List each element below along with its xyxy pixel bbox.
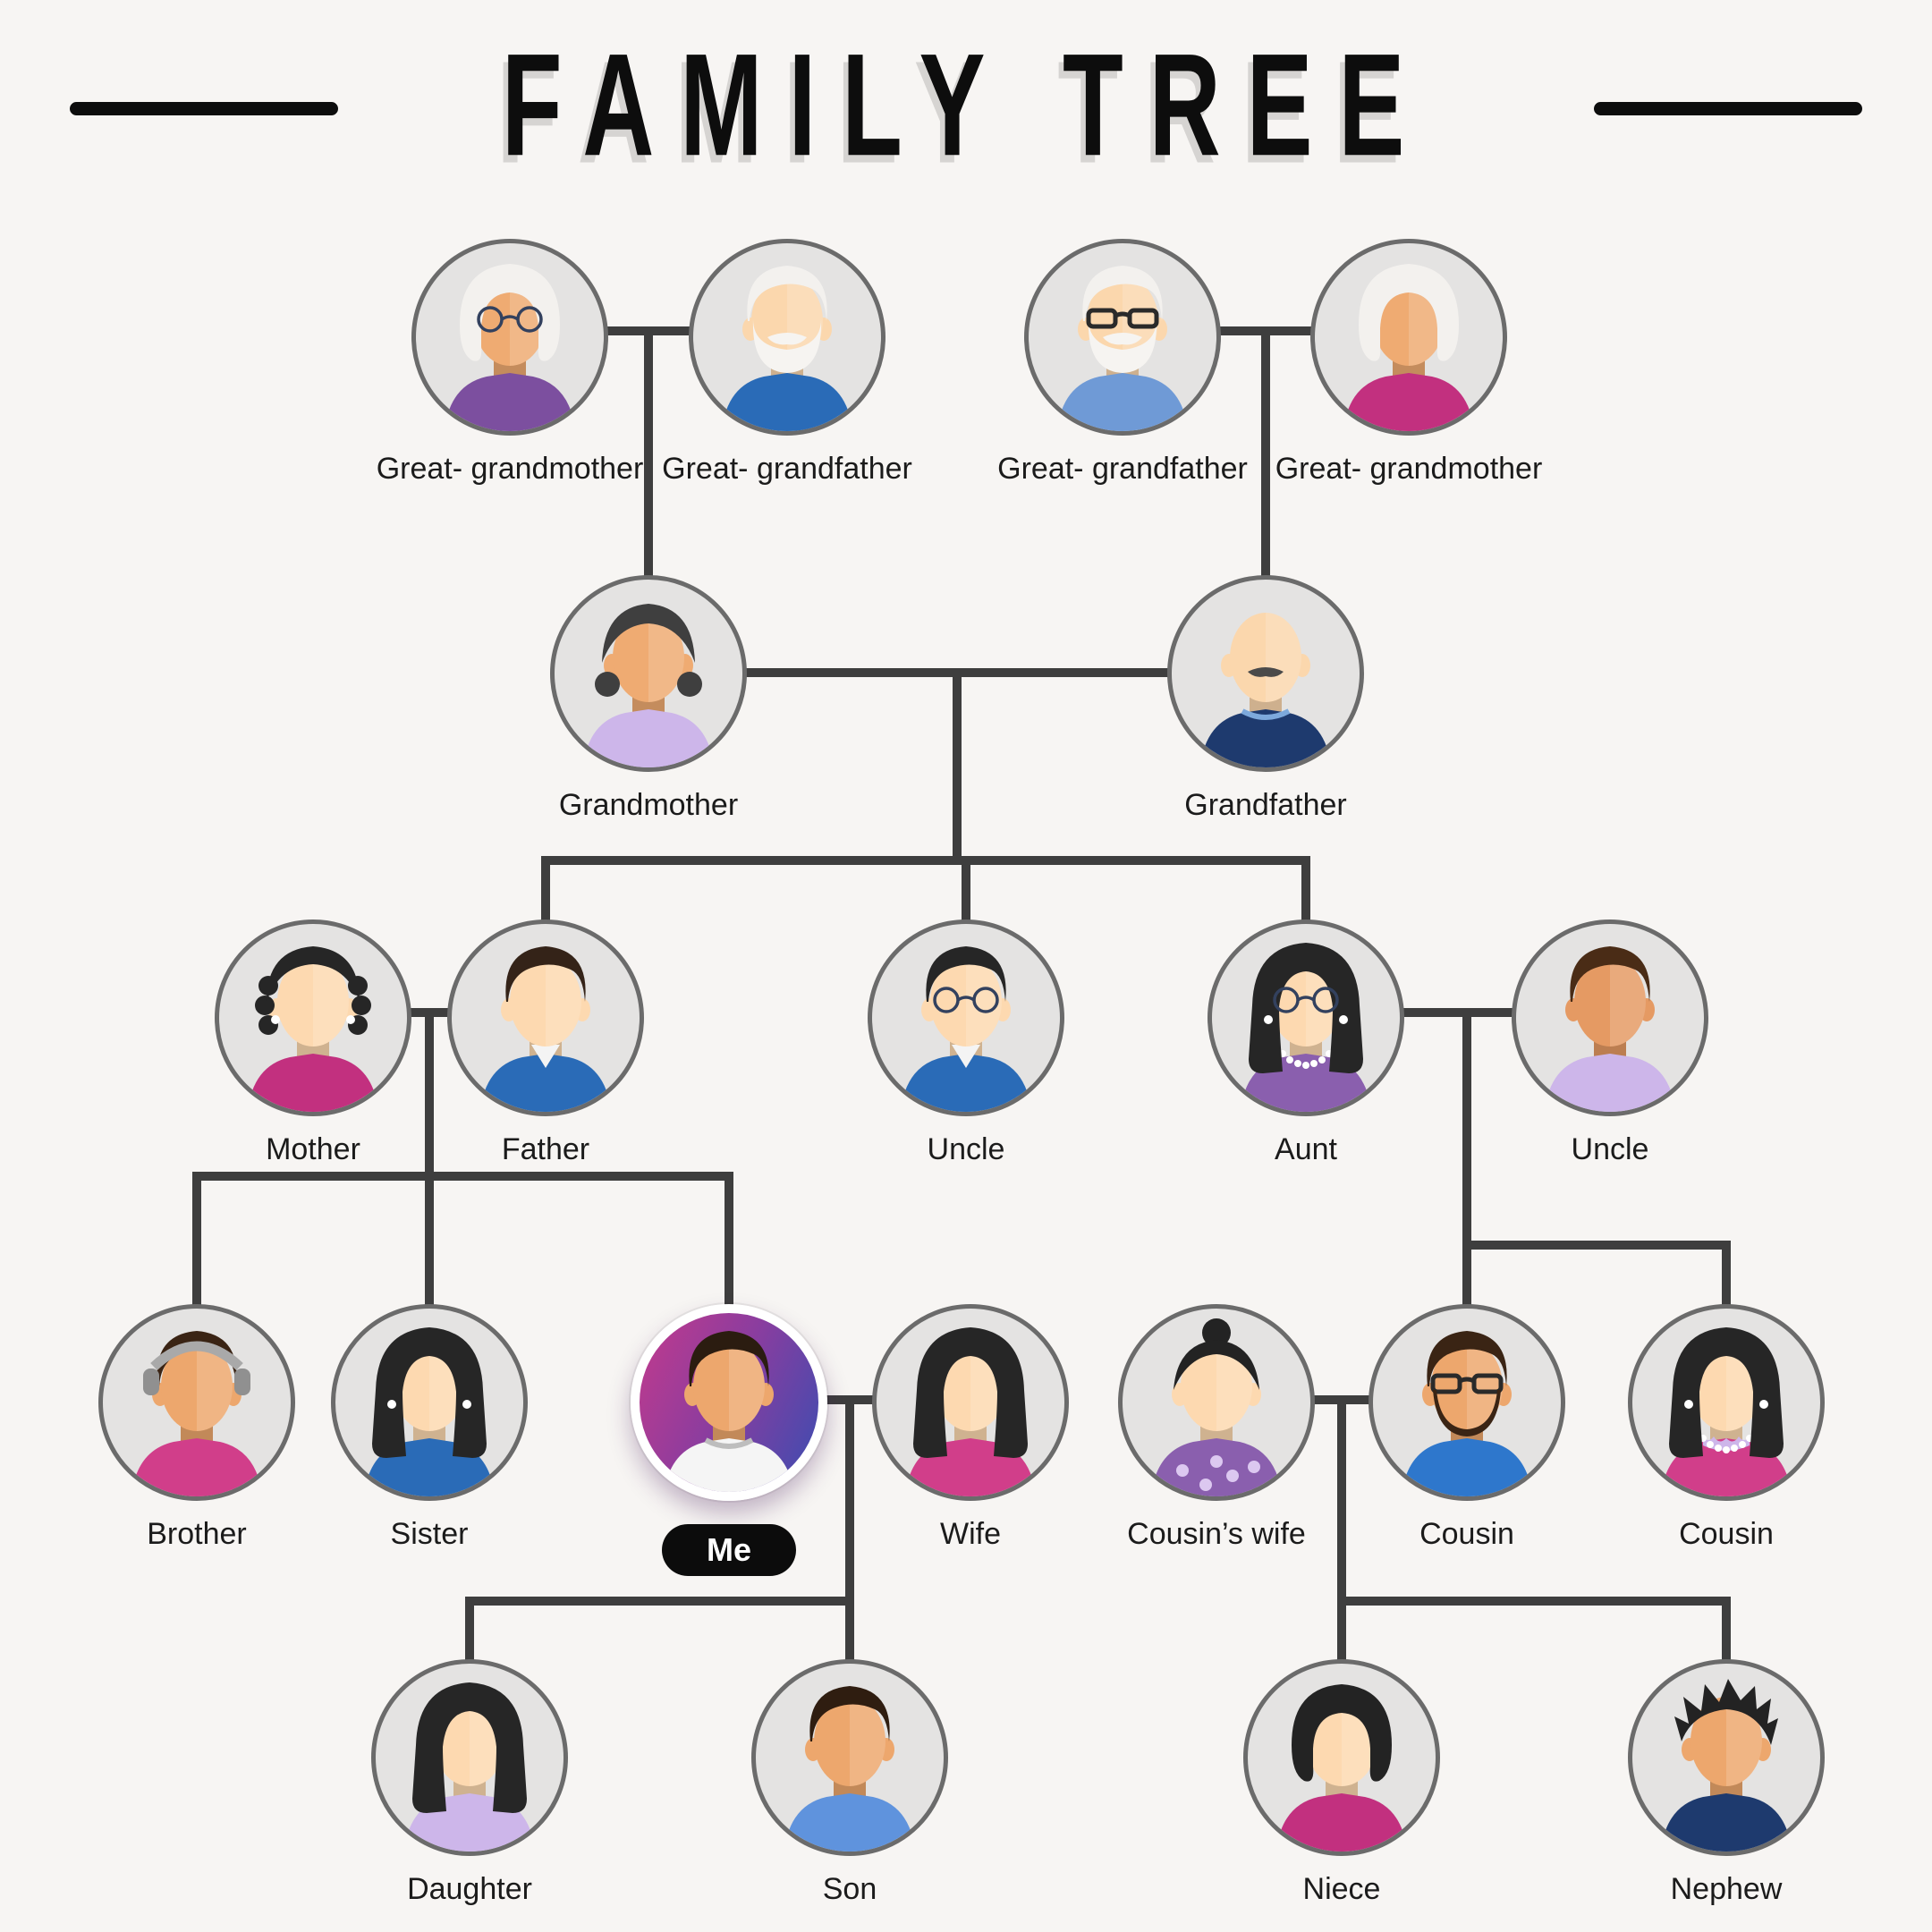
avatar-great-grandfather-illustration [689, 239, 886, 436]
person-node-uncle-right: Uncle [1512, 919, 1708, 1166]
avatar-grandfather-illustration [1167, 575, 1364, 772]
person-node-cousin-male: Cousin [1368, 1304, 1565, 1551]
person-label: Nephew [1670, 1872, 1783, 1906]
person-node-mother: Mother [215, 919, 411, 1166]
person-label: Cousin’s wife [1127, 1517, 1306, 1551]
person-label: Brother [147, 1517, 247, 1551]
person-label: Grandmother [558, 788, 739, 822]
person-node-niece: Niece [1243, 1659, 1440, 1906]
person-label: Uncle [927, 1132, 1005, 1166]
title-banner: FAMILY TREE [0, 0, 1932, 206]
avatar-wife-illustration [872, 1304, 1069, 1501]
title-rule-right [1594, 102, 1862, 115]
avatar-cousins-wife-illustration [1118, 1304, 1315, 1501]
person-label: Great- grandfather [997, 452, 1248, 486]
person-node-great-grandmother-1: Great- grandmother [377, 239, 643, 486]
avatar-uncle-illustration [868, 919, 1064, 1116]
avatar-grandmother-illustration [550, 575, 747, 772]
person-node-uncle-middle: Uncle [868, 919, 1064, 1166]
avatar-uncle-illustration [1512, 919, 1708, 1116]
title-rule-left [70, 102, 338, 115]
person-label: Son [822, 1872, 877, 1906]
avatar-great-grandfather-illustration [1024, 239, 1221, 436]
avatar-nephew-illustration [1628, 1659, 1825, 1856]
page-title: FAMILY TREE [501, 23, 1431, 188]
avatar-me-illustration [631, 1304, 827, 1501]
person-label: Father [501, 1132, 590, 1166]
avatar-great-grandmother-illustration [1310, 239, 1507, 436]
avatar-mother-illustration [215, 919, 411, 1116]
person-node-great-grandfather-2: Great- grandfather [997, 239, 1248, 486]
person-label: Wife [940, 1517, 1001, 1551]
person-label: Sister [390, 1517, 469, 1551]
person-node-grandfather: Grandfather [1167, 575, 1364, 822]
person-label: Cousin [1419, 1517, 1514, 1551]
person-node-great-grandmother-2: Great- grandmother [1275, 239, 1542, 486]
person-node-brother: Brother [98, 1304, 295, 1551]
avatar-son-illustration [751, 1659, 948, 1856]
avatar-great-grandmother-illustration [411, 239, 608, 436]
avatar-daughter-illustration [371, 1659, 568, 1856]
person-label: Cousin [1679, 1517, 1774, 1551]
person-node-cousins-wife: Cousin’s wife [1118, 1304, 1315, 1551]
person-node-me: Me [631, 1304, 827, 1576]
avatar-father-illustration [447, 919, 644, 1116]
person-label: Daughter [407, 1872, 532, 1906]
person-node-daughter: Daughter [371, 1659, 568, 1906]
person-node-sister: Sister [331, 1304, 528, 1551]
person-node-cousin-female: Cousin [1628, 1304, 1825, 1551]
person-node-aunt: Aunt [1208, 919, 1404, 1166]
avatar-aunt-illustration [1208, 919, 1404, 1116]
avatar-niece-illustration [1243, 1659, 1440, 1856]
person-label: Niece [1302, 1872, 1381, 1906]
avatar-sister-illustration [331, 1304, 528, 1501]
person-label: Great- grandmother [376, 452, 644, 486]
person-label: Great- grandfather [662, 452, 912, 486]
person-node-nephew: Nephew [1628, 1659, 1825, 1906]
person-label: Uncle [1571, 1132, 1649, 1166]
person-label: Aunt [1275, 1132, 1337, 1166]
person-node-wife: Wife [872, 1304, 1069, 1551]
person-label: Grandfather [1184, 788, 1347, 822]
me-badge: Me [662, 1524, 796, 1576]
person-node-son: Son [751, 1659, 948, 1906]
person-node-great-grandfather-1: Great- grandfather [662, 239, 912, 486]
person-node-grandmother: Grandmother [550, 575, 747, 822]
avatar-brother-illustration [98, 1304, 295, 1501]
person-node-father: Father [447, 919, 644, 1166]
person-label: Mother [266, 1132, 360, 1166]
person-label: Great- grandmother [1275, 452, 1543, 486]
avatar-cousin-illustration [1368, 1304, 1565, 1501]
avatar-cousin-illustration [1628, 1304, 1825, 1501]
